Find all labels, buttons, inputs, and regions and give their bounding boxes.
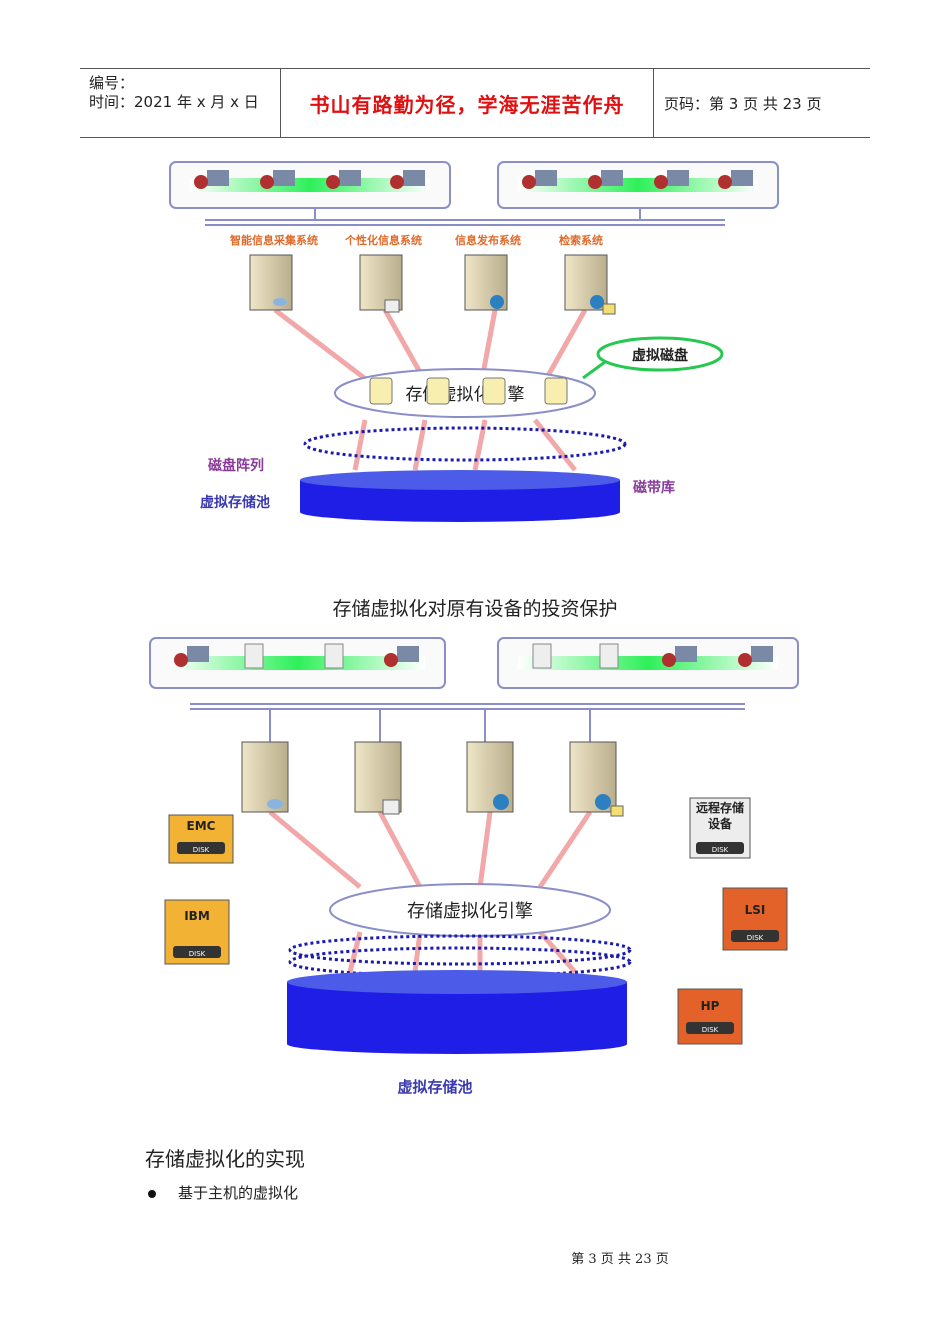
server-icon [569, 741, 624, 817]
page-header: 编号： 时间：2021 年 x 月 x 日 书山有路勤为径，学海无涯苦作舟 页码… [80, 68, 870, 138]
remote-line-1: 远程存储 [696, 800, 744, 815]
bullet-item: 基于主机的虚拟化 [148, 1182, 298, 1203]
client-group-left [149, 637, 446, 689]
disk-label: DISK [702, 1026, 719, 1034]
figure-storage-virtualization: 智能信息采集系统 个性化信息系统 信息发布系统 检索系统 虚拟磁盘 存储虚拟化引… [169, 161, 779, 522]
workstation-icons [174, 643, 773, 669]
document-icon [532, 643, 552, 669]
header-motto-cell: 书山有路勤为径，学海无涯苦作舟 [281, 69, 654, 137]
system-label: 信息发布系统 [455, 233, 521, 247]
server-icon [564, 254, 616, 315]
engine-label-2: 存储虚拟化引擎 [407, 901, 533, 922]
server-icon [466, 741, 514, 813]
system-label: 智能信息采集系统 [230, 233, 318, 247]
document-icon [324, 643, 344, 669]
vendor-emc: EMC DISK [168, 814, 234, 864]
tape-library-label: 磁带库 [633, 479, 675, 496]
server-icons [241, 741, 624, 817]
vendor-name: IBM [184, 909, 210, 923]
system-label: 个性化信息系统 [344, 233, 422, 247]
workstation-icons [194, 170, 753, 189]
server-icons [249, 254, 616, 315]
header-page-info: 页码：第 3 页 共 23 页 [664, 94, 822, 113]
workstation-icon [326, 170, 361, 189]
server-icon [241, 741, 289, 813]
workstation-icon [654, 170, 689, 189]
engine-cloud: 存储虚拟化引擎 [334, 368, 596, 418]
vendor-ibm: IBM DISK [164, 899, 230, 965]
disk-label: DISK [747, 934, 764, 942]
vendor-name: HP [701, 999, 720, 1013]
bullet-text: 基于主机的虚拟化 [178, 1184, 299, 1202]
virtual-storage-pool [300, 426, 627, 522]
vendor-remote: 远程存储 设备 DISK [689, 797, 751, 859]
workstation-icon [390, 170, 425, 189]
virtual-storage-pool [287, 934, 632, 1054]
workstation-icon [718, 170, 753, 189]
disk-label: DISK [189, 950, 206, 958]
virtual-disk-icons [369, 377, 568, 405]
page-footer: 第 3 页 共 23 页 [571, 1252, 669, 1267]
workstation-icon [260, 170, 295, 189]
virtual-disk-callout: 虚拟磁盘 [582, 336, 724, 380]
workstation-icon [588, 170, 623, 189]
header-left-cell: 编号： 时间：2021 年 x 月 x 日 [80, 69, 281, 137]
figure-investment-protection: 存储虚拟化引擎 虚拟存储池 EMC DISK IBM DISK 远程存储 设备 … [149, 637, 799, 1096]
engine-label-1: 存储虚拟化引擎 [406, 385, 525, 405]
vendor-hp: HP DISK [677, 988, 743, 1045]
disk-array-label: 磁盘阵列 [208, 457, 264, 474]
workstation-icon [662, 646, 697, 667]
document-icon [244, 643, 264, 669]
server-icon [354, 741, 402, 815]
pool-label-1: 虚拟存储池 [200, 494, 270, 511]
workstation-icon [174, 646, 209, 667]
workstation-icon [194, 170, 229, 189]
network-bus [205, 208, 725, 226]
section-title: 存储虚拟化的实现 [145, 1147, 305, 1171]
disk-label: DISK [712, 846, 729, 854]
bullet-dot-icon [148, 1190, 156, 1198]
disk-label: DISK [193, 846, 210, 854]
server-icon [464, 254, 508, 311]
workstation-icon [522, 170, 557, 189]
engine-cloud: 存储虚拟化引擎 [329, 883, 611, 937]
pool-label-2: 虚拟存储池 [397, 1078, 472, 1096]
client-group-left [169, 161, 451, 209]
document-icon [599, 643, 619, 669]
vendor-lsi: LSI DISK [722, 887, 788, 951]
client-group-right [497, 161, 779, 209]
client-group-right [497, 637, 799, 689]
code-label: 编号： [89, 74, 135, 92]
vendor-name: LSI [745, 903, 766, 917]
figure-caption: 存储虚拟化对原有设备的投资保护 [332, 598, 618, 620]
remote-line-2: 设备 [708, 816, 733, 831]
server-icon [249, 254, 293, 311]
network-bus [190, 703, 745, 742]
motto-text: 书山有路勤为径，学海无涯苦作舟 [309, 92, 625, 117]
system-label: 检索系统 [559, 233, 603, 247]
workstation-icon [738, 646, 773, 667]
header-page-cell: 页码：第 3 页 共 23 页 [654, 69, 870, 137]
virtual-disk-label: 虚拟磁盘 [632, 347, 688, 364]
server-icon [359, 254, 403, 313]
time-label: 时间：2021 年 x 月 x 日 [89, 93, 259, 111]
workstation-icon [384, 646, 419, 667]
vendor-name: EMC [187, 819, 216, 833]
